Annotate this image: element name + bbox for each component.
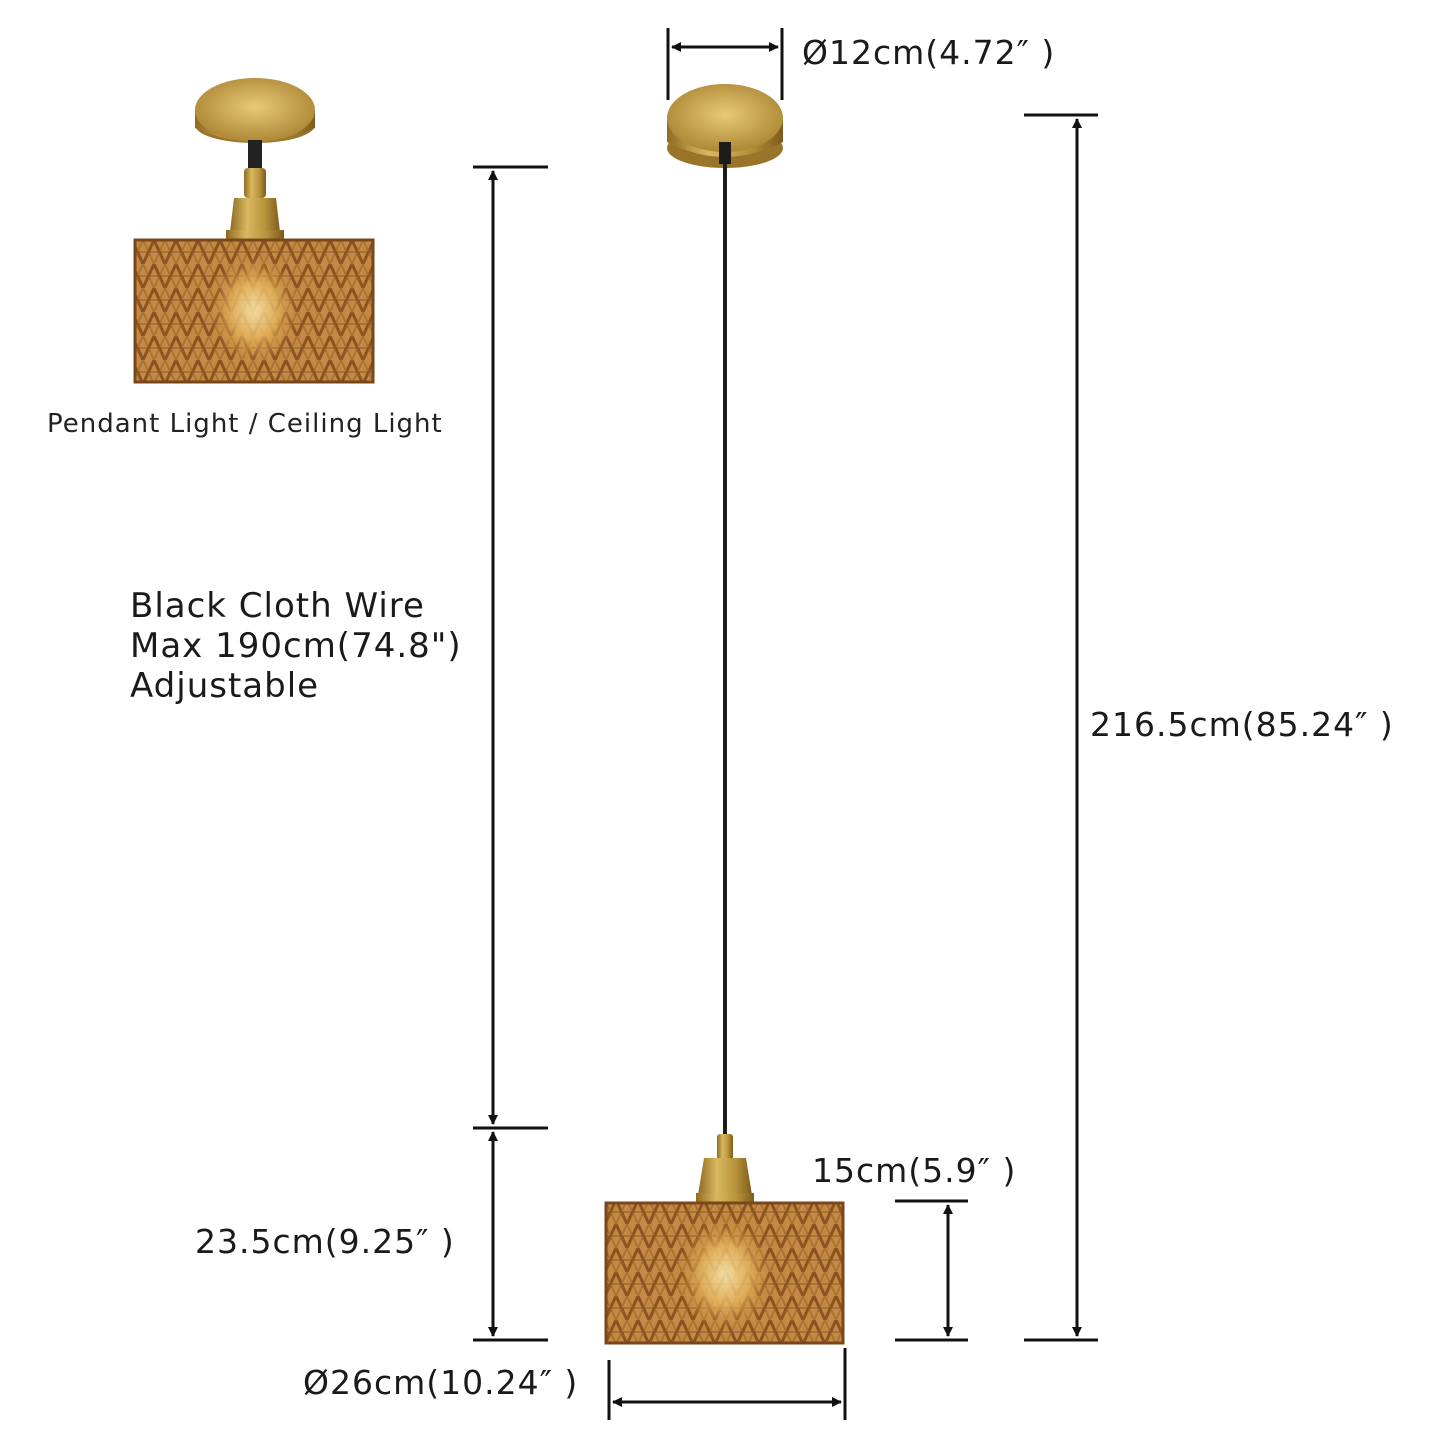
wire-note: Black Cloth Wire Max 190cm(74.8") Adjust… [130,586,462,706]
shade-diameter-label: Ø26cm(10.24″ ) [303,1363,579,1402]
total-height-label: 216.5cm(85.24″ ) [1090,705,1394,744]
canopy-diameter-label: Ø12cm(4.72″ ) [802,33,1056,72]
dimension-lines [473,28,1098,1420]
shade-height-label: 15cm(5.9″ ) [812,1151,1017,1190]
ceiling-light-illustration [133,78,375,384]
lamp-height-label: 23.5cm(9.25″ ) [195,1222,455,1261]
wire-note-line-2: Max 190cm(74.8") [130,626,462,666]
wire-note-line-3: Adjustable [130,666,320,706]
pendant-light-illustration [604,84,845,1345]
wire-note-line-1: Black Cloth Wire [130,586,425,626]
caption-text: Pendant Light / Ceiling Light [47,409,443,439]
